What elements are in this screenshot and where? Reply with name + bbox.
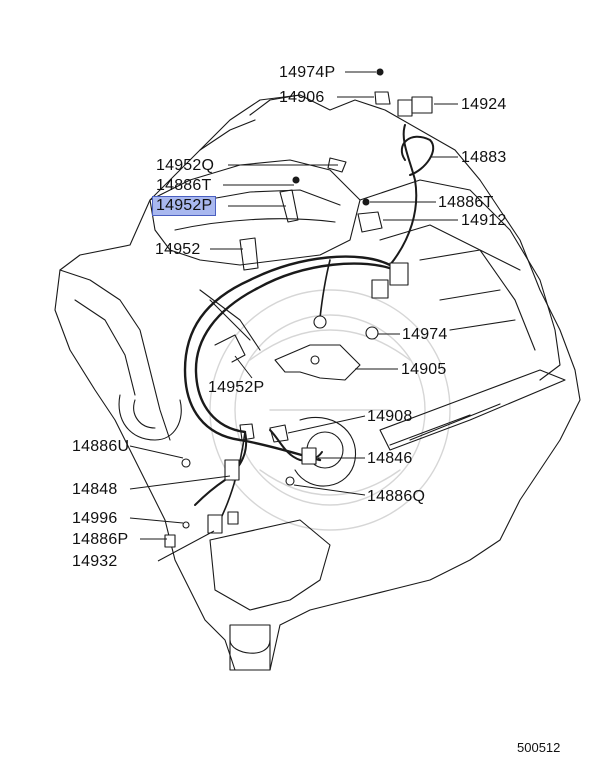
watermark bbox=[209, 289, 451, 531]
callout-14952p-highlighted[interactable]: 14952P bbox=[152, 196, 217, 216]
callout-14906: 14906 bbox=[279, 89, 325, 106]
callout-14996: 14996 bbox=[72, 510, 118, 527]
callout-14974: 14974 bbox=[402, 326, 448, 343]
callout-14952q: 14952Q bbox=[156, 157, 215, 174]
callout-14952p: 14952P bbox=[208, 379, 265, 396]
callout-14886u: 14886U bbox=[72, 438, 130, 455]
diagram-number: 500512 bbox=[517, 740, 561, 755]
engine-block-outline bbox=[54, 94, 581, 671]
callout-14924: 14924 bbox=[461, 96, 507, 113]
callout-14846: 14846 bbox=[367, 450, 413, 467]
callout-14886t-right: 14886T bbox=[438, 194, 494, 211]
callout-14886p: 14886P bbox=[72, 531, 129, 548]
callout-14932: 14932 bbox=[72, 553, 118, 570]
callout-14848: 14848 bbox=[72, 481, 118, 498]
callout-14952: 14952 bbox=[155, 241, 201, 258]
callout-14886t-left: 14886T bbox=[156, 177, 212, 194]
bracket-14905 bbox=[274, 344, 361, 381]
callout-14908: 14908 bbox=[367, 408, 413, 425]
callout-14886q: 14886Q bbox=[367, 488, 426, 505]
callout-14883: 14883 bbox=[461, 149, 507, 166]
main-harness bbox=[183, 255, 392, 462]
callout-14905: 14905 bbox=[401, 361, 447, 378]
callout-14974p: 14974P bbox=[279, 64, 336, 81]
callout-14912: 14912 bbox=[461, 212, 507, 229]
